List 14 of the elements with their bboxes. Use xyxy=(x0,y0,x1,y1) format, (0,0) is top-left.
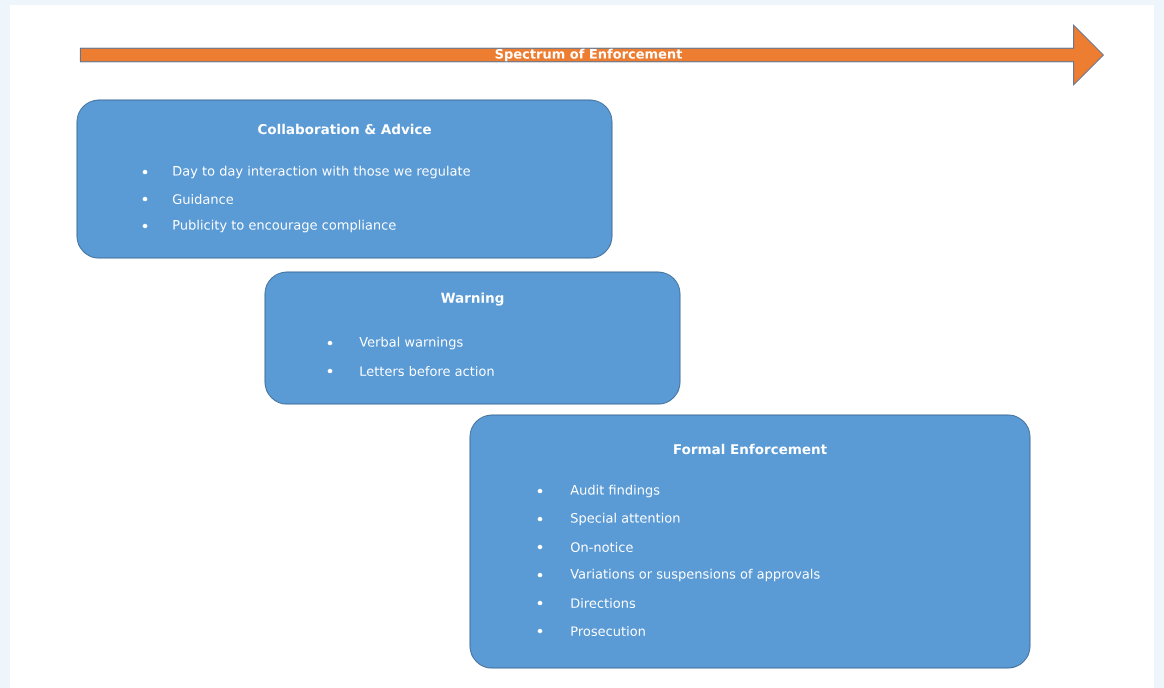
bullet-item: Directions xyxy=(537,597,636,609)
bullet-item: On-notice xyxy=(537,541,633,553)
bullet-item: Variations or suspensions of approvals xyxy=(537,568,820,582)
bullet-item: Audit findings xyxy=(537,484,660,498)
bullet-item: Special attention xyxy=(537,512,680,526)
bullet-item: Prosecution xyxy=(537,625,645,637)
bullet-item: Letters before action xyxy=(327,365,494,377)
box-heading: Formal Enforcement xyxy=(674,443,827,455)
box-heading: Collaboration & Advice xyxy=(258,123,431,135)
bullet-item: Verbal warnings xyxy=(327,336,463,350)
bullet-item: Publicity to encourage compliance xyxy=(142,219,396,233)
bullet-item: Day to day interaction with those we regulate xyxy=(142,165,470,179)
bullet-item: Guidance xyxy=(142,193,234,205)
box-heading: Warning xyxy=(441,292,504,306)
